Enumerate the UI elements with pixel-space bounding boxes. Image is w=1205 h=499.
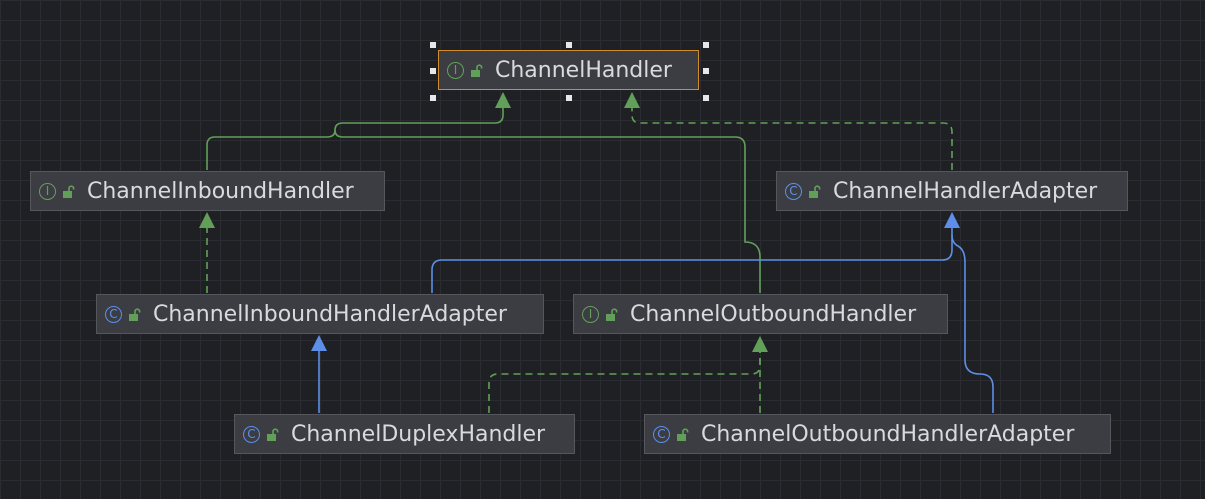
unlocked-icon — [129, 307, 141, 321]
edge-inbound-adapter-to-handler-adapter — [431, 228, 953, 293]
unlocked-icon — [267, 427, 279, 441]
arrowhead-inbound-handler — [199, 212, 215, 228]
selection-handle[interactable] — [703, 42, 709, 48]
node-label: ChannelDuplexHandler — [291, 421, 546, 447]
selection-handle[interactable] — [566, 95, 572, 101]
interface-icon: I — [447, 61, 464, 79]
unlocked-icon — [606, 307, 618, 321]
class-icon: C — [243, 425, 260, 443]
selection-handle[interactable] — [430, 68, 436, 74]
node-channel-outbound-handler[interactable]: I ChannelOutboundHandler — [573, 294, 948, 334]
interface-icon: I — [582, 305, 599, 323]
edge-duplex-to-outbound-handler — [488, 352, 761, 413]
selection-handle[interactable] — [703, 95, 709, 101]
edge-inbound-handler-to-channel-handler — [206, 108, 504, 170]
unlocked-icon — [63, 184, 75, 198]
class-icon: C — [105, 305, 122, 323]
node-channel-inbound-handler-adapter[interactable]: C ChannelInboundHandlerAdapter — [96, 294, 544, 334]
node-channel-duplex-handler[interactable]: C ChannelDuplexHandler — [234, 414, 575, 454]
unlocked-icon — [677, 427, 689, 441]
arrowhead-channel-handler-right — [624, 92, 640, 108]
class-icon: C — [785, 182, 802, 200]
node-label: ChannelOutboundHandlerAdapter — [701, 421, 1075, 447]
node-label: ChannelInboundHandlerAdapter — [153, 301, 507, 327]
arrowhead-handler-adapter — [944, 212, 960, 228]
node-label: ChannelHandler — [495, 57, 672, 83]
arrowhead-outbound-handler — [752, 336, 768, 352]
edge-outbound-handler-to-channel-handler — [334, 129, 761, 293]
selection-handle[interactable] — [703, 68, 709, 74]
interface-icon: I — [39, 182, 56, 200]
unlocked-icon — [471, 63, 483, 77]
arrowhead-inbound-adapter — [311, 335, 327, 351]
node-label: ChannelInboundHandler — [87, 178, 354, 204]
node-channel-inbound-handler[interactable]: I ChannelInboundHandler — [30, 171, 385, 211]
node-channel-handler-adapter[interactable]: C ChannelHandlerAdapter — [776, 171, 1128, 211]
class-icon: C — [653, 425, 670, 443]
arrowhead-channel-handler-left — [495, 92, 511, 108]
selection-handle[interactable] — [430, 42, 436, 48]
node-channel-handler[interactable]: I ChannelHandler — [438, 50, 699, 90]
edge-outbound-adapter-to-handler-adapter — [951, 234, 994, 413]
node-channel-outbound-handler-adapter[interactable]: C ChannelOutboundHandlerAdapter — [644, 414, 1111, 454]
node-label: ChannelOutboundHandler — [630, 301, 917, 327]
selection-handle[interactable] — [430, 95, 436, 101]
node-label: ChannelHandlerAdapter — [833, 178, 1098, 204]
unlocked-icon — [809, 184, 821, 198]
selection-handle[interactable] — [566, 42, 572, 48]
edge-handler-adapter-to-channel-handler — [631, 108, 953, 170]
